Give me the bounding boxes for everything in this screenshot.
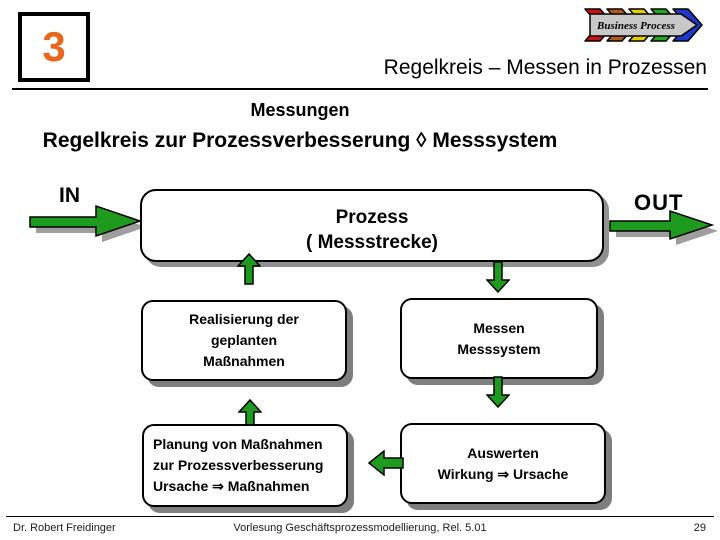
realisierung-box-line2: geplanten: [210, 332, 278, 348]
realisierung-box-line1: Realisierung der: [189, 311, 299, 327]
arrow-down-prozess-messen-icon: [486, 261, 510, 293]
footer-page-number: 29: [693, 522, 706, 534]
process-box-line1: Prozess: [335, 206, 409, 228]
out-arrow-icon: [609, 209, 718, 245]
realisierung-box-line3: Maßnahmen: [203, 353, 285, 369]
messen-box-line2: Messsystem: [457, 340, 541, 357]
process-box-line2: ( Messstrecke): [305, 231, 439, 253]
footer-course: Vorlesung Geschäftsprozessmodellierung, …: [233, 522, 487, 534]
arrow-down-messen-auswerten-icon: [486, 376, 510, 408]
messen-box: Messen Messsystem: [400, 298, 598, 379]
arrow-left-auswerten-planung-icon: [368, 450, 404, 476]
in-label: IN: [59, 184, 80, 207]
in-arrow-icon: [29, 204, 146, 242]
process-box: Prozess ( Messstrecke): [140, 189, 604, 262]
auswerten-box-line2: Wirkung ⇒ Ursache: [437, 465, 569, 482]
heading-regelkreis: Regelkreis zur Prozessverbesserung ◊ Mes…: [42, 128, 558, 152]
planung-box-line3: Ursache ⇒ Maßnahmen: [153, 478, 310, 494]
heading-messungen: Messungen: [250, 100, 350, 120]
messen-box-line1: Messen: [473, 319, 525, 336]
logo-arrows-icon: [584, 8, 703, 42]
planung-box-line2: zur Prozessverbesserung: [153, 457, 324, 473]
footer-author: Dr. Robert Freidinger: [13, 522, 116, 534]
logo-label: Business Process: [596, 20, 675, 32]
slide-number-box: 3: [18, 12, 90, 82]
auswerten-box-line1: Auswerten: [467, 444, 539, 461]
footer-divider: [6, 516, 714, 517]
headings-block: Messungen Regelkreis zur Prozessverbesse…: [20, 100, 580, 153]
planung-box-line1: Planung von Maßnahmen: [153, 436, 323, 452]
slide-title: Regelkreis – Messen in Prozessen: [383, 56, 707, 79]
slide-number: 3: [42, 23, 66, 70]
auswerten-box: Auswerten Wirkung ⇒ Ursache: [400, 423, 606, 504]
header-divider: [12, 88, 708, 90]
realisierung-box: Realisierung der geplanten Maßnahmen: [141, 300, 347, 381]
planung-box: Planung von Maßnahmen zur Prozessverbess…: [142, 424, 348, 507]
business-process-logo: Business Process: [584, 8, 703, 42]
out-label: OUT: [634, 190, 684, 215]
arrow-up-realisierung-prozess-icon: [237, 253, 261, 285]
